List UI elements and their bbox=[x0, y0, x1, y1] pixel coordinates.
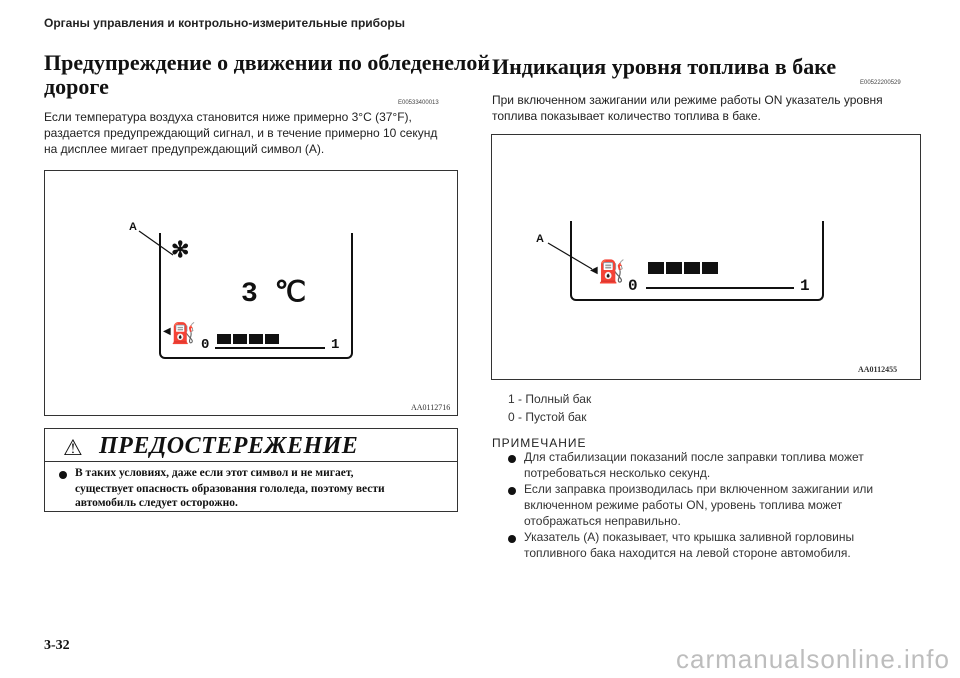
warning-line2: существует опасность образования гололед… bbox=[75, 483, 385, 495]
note-item1-line2: потребоваться несколько секунд. bbox=[524, 466, 711, 480]
left-title-line2: дороге bbox=[44, 74, 109, 99]
fuel-bar bbox=[217, 331, 281, 349]
left-para-line1: Если температура воздуха становится ниже… bbox=[44, 110, 412, 124]
legend-key: 1 - bbox=[508, 392, 523, 406]
watermark: carmanualsonline.info bbox=[676, 644, 950, 674]
temperature-readout: 3 ℃ bbox=[241, 279, 307, 310]
legend-text: Пустой бак bbox=[525, 410, 587, 424]
arrow-left-icon: ◀ bbox=[163, 326, 171, 337]
bullet-icon bbox=[508, 535, 516, 543]
fuel-pump-icon: ⛽ bbox=[598, 259, 626, 284]
figure-code: AA0112716 bbox=[411, 403, 451, 412]
arrow-left-icon: ◀ bbox=[590, 265, 598, 276]
warning-line1: В таких условиях, даже если этот символ … bbox=[75, 467, 354, 479]
lcd-display-frame bbox=[570, 221, 824, 301]
right-section-code: E00522200529 bbox=[860, 80, 901, 86]
fuel-segment bbox=[702, 262, 718, 274]
legend-key: 0 - bbox=[508, 410, 523, 424]
gauge-zero-label: 0 bbox=[201, 337, 210, 353]
legend-item-empty: 0 - Пустой бак bbox=[508, 410, 586, 424]
warning-line3: автомобиль следует осторожно. bbox=[75, 497, 238, 509]
warning-box: ⚠ ПРЕДОСТЕРЕЖЕНИЕ В таких условиях, даже… bbox=[44, 428, 458, 512]
bullet-icon bbox=[508, 455, 516, 463]
lcd-display-frame bbox=[159, 233, 353, 359]
left-title-line1: Предупреждение о движении по обледенелой bbox=[44, 50, 491, 75]
legend-item-full: 1 - Полный бак bbox=[508, 392, 591, 406]
note-item1-line1: Для стабилизации показаний после заправк… bbox=[524, 450, 864, 464]
bullet-icon bbox=[59, 471, 67, 479]
icy-road-figure: A ✻ 3 ℃ ⛽ ◀ 0 1 AA0112716 bbox=[44, 170, 458, 416]
note-item2-line1: Если заправка производилась при включенн… bbox=[524, 482, 874, 496]
fuel-figure: A ⛽ ◀ 0 1 AA0112455 bbox=[491, 134, 921, 380]
left-para-line2: раздается предупреждающий сигнал, и в те… bbox=[44, 126, 438, 140]
right-title: Индикация уровня топлива в баке bbox=[492, 54, 837, 79]
note-item2-line3: отображаться неправильно. bbox=[524, 514, 681, 528]
left-para-line3: на дисплее мигает предупреждающий символ… bbox=[44, 142, 325, 156]
right-para-line2: топлива показывает количество топлива в … bbox=[492, 109, 761, 123]
fuel-segment bbox=[249, 334, 263, 344]
gauge-zero-label: 0 bbox=[628, 277, 638, 295]
pointer-line bbox=[547, 242, 593, 270]
warning-title: ПРЕДОСТЕРЕЖЕНИЕ bbox=[99, 433, 359, 459]
legend-text: Полный бак bbox=[525, 392, 592, 406]
gauge-scale bbox=[215, 347, 325, 349]
warning-divider bbox=[45, 461, 457, 462]
section-header: Органы управления и контрольно-измерител… bbox=[44, 16, 405, 30]
right-para-line1: При включенном зажигании или режиме рабо… bbox=[492, 93, 883, 107]
label-a: A bbox=[536, 233, 544, 245]
gauge-one-label: 1 bbox=[800, 277, 810, 295]
fuel-segment bbox=[265, 334, 279, 344]
fuel-segment bbox=[684, 262, 700, 274]
note-item3-line2: топливного бака находится на левой сторо… bbox=[524, 546, 851, 560]
page-number: 3-32 bbox=[44, 638, 70, 653]
pointer-line bbox=[138, 230, 174, 256]
snowflake-icon: ✻ bbox=[171, 237, 190, 262]
bullet-icon bbox=[508, 487, 516, 495]
left-section-code: E00533400013 bbox=[398, 100, 439, 106]
fuel-segment bbox=[648, 262, 664, 274]
gauge-one-label: 1 bbox=[331, 337, 340, 353]
fuel-segment bbox=[666, 262, 682, 274]
warning-triangle-icon: ⚠ bbox=[63, 435, 83, 460]
figure-code: AA0112455 bbox=[858, 365, 898, 374]
fuel-bar bbox=[648, 261, 720, 279]
label-a: A bbox=[129, 221, 137, 233]
fuel-segment bbox=[233, 334, 247, 344]
fuel-segment bbox=[217, 334, 231, 344]
fuel-pump-icon: ⛽ bbox=[171, 323, 196, 345]
note-item3-line1: Указатель (A) показывает, что крышка зал… bbox=[524, 530, 855, 544]
gauge-scale bbox=[646, 287, 794, 289]
note-item2-line2: включенном режиме работы ON, уровень топ… bbox=[524, 498, 843, 512]
note-title: ПРИМЕЧАНИЕ bbox=[492, 436, 587, 450]
